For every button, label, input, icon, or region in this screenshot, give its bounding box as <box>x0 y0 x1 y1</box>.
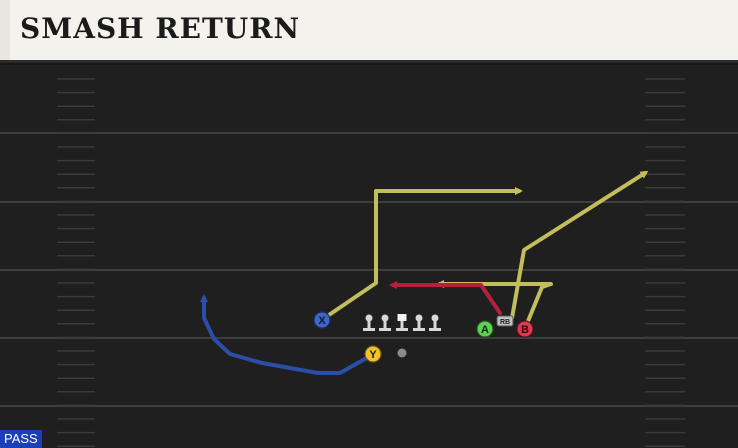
lineman-icon <box>363 314 375 331</box>
player-y-label: Y <box>369 349 377 361</box>
quarterback-marker <box>397 348 407 358</box>
player-x[interactable]: X <box>313 311 331 329</box>
offensive-line <box>363 314 441 331</box>
player-a[interactable]: A <box>476 320 494 338</box>
route-b-deep <box>510 170 649 320</box>
route-a <box>389 281 502 315</box>
route-x <box>321 187 523 321</box>
football-field: X Y A B RB <box>0 78 738 447</box>
center-icon <box>396 314 408 331</box>
player-rb-label: RB <box>500 319 510 326</box>
yard-lines <box>0 132 738 407</box>
route-b-return <box>436 280 553 328</box>
hash-marks <box>57 78 685 447</box>
player-b-label: B <box>521 324 529 336</box>
player-x-label: X <box>318 315 326 327</box>
player-y[interactable]: Y <box>364 345 382 363</box>
lineman-icon <box>379 314 391 331</box>
player-a-label: A <box>481 324 489 336</box>
routes <box>200 170 649 375</box>
title-bar: SMASH RETURN <box>0 0 738 63</box>
route-y <box>200 294 374 375</box>
lineman-icon <box>429 314 441 331</box>
lineman-icon <box>413 314 425 331</box>
play-type-badge: PASS <box>0 430 42 448</box>
player-rb[interactable]: RB <box>496 315 514 327</box>
player-b[interactable]: B <box>516 320 534 338</box>
play-title: SMASH RETURN <box>20 12 301 45</box>
